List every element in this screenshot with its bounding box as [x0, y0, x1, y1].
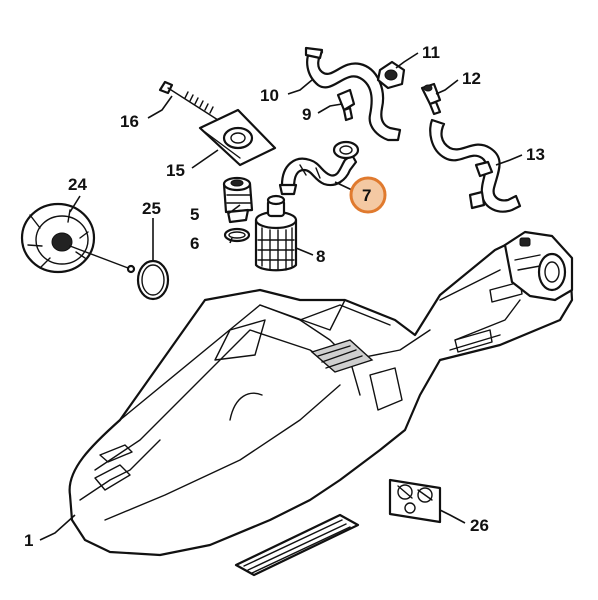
decal-part — [388, 478, 442, 524]
callout-11: 11 — [422, 43, 440, 62]
fuel-hose-part — [278, 140, 360, 196]
callout-24: 24 — [68, 175, 87, 194]
starter-pulley-part — [20, 202, 136, 274]
callout-16: 16 — [120, 112, 139, 131]
housing-part — [68, 230, 574, 557]
callout-6: 6 — [190, 234, 199, 253]
callout-1: 1 — [24, 531, 33, 550]
callout-25: 25 — [142, 199, 161, 218]
valve-part — [420, 82, 442, 116]
callout-9: 9 — [302, 105, 311, 124]
connector-part — [336, 88, 356, 122]
callout-13: 13 — [526, 145, 545, 164]
leader-lines — [39, 52, 523, 541]
callout-5: 5 — [190, 205, 199, 224]
callout-8: 8 — [316, 247, 325, 266]
callout-26: 26 — [470, 516, 489, 535]
impulse-hose-part — [304, 46, 402, 142]
fuel-filter-part — [254, 194, 298, 272]
plate-part — [198, 108, 277, 167]
callout-labels: 1 5 6 7 8 9 10 11 12 13 15 16 24 25 26 — [24, 43, 545, 550]
callout-7: 7 — [362, 186, 371, 205]
fitting-part — [222, 176, 254, 224]
small-o-ring-part — [223, 227, 251, 243]
o-ring-part — [136, 259, 170, 301]
screw-part — [158, 80, 219, 121]
callout-12: 12 — [462, 69, 481, 88]
hose-part — [429, 118, 522, 213]
bottom-plate-part — [234, 513, 360, 577]
grommet-part — [376, 60, 406, 90]
callout-15: 15 — [166, 161, 185, 180]
highlight-badge — [349, 176, 387, 214]
callout-10: 10 — [260, 86, 279, 105]
